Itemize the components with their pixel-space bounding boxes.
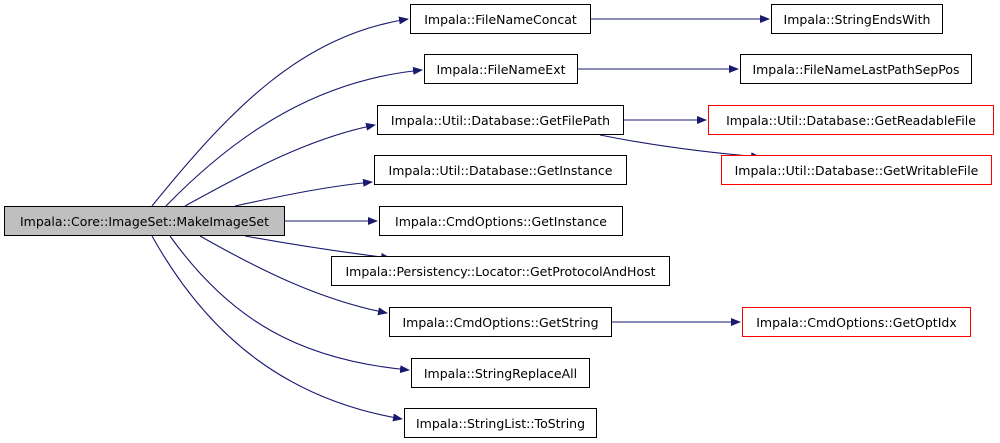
edge-makeimageset-to-tostring	[151, 235, 403, 422]
node-getwritablefile[interactable]: Impala::Util::Database::GetWritableFile	[721, 155, 992, 185]
edge-makeimageset-to-getprotocolandhost	[244, 235, 391, 261]
node-makeimageset[interactable]: Impala::Core::ImageSet::MakeImageSet	[4, 206, 285, 236]
node-getfilepath[interactable]: Impala::Util::Database::GetFilePath	[377, 105, 624, 135]
node-tostring[interactable]: Impala::StringList::ToString	[404, 408, 597, 438]
node-stringendswith[interactable]: Impala::StringEndsWith	[771, 4, 943, 34]
edge-makeimageset-to-stringreplaceall	[169, 235, 410, 374]
edge-makeimageset-to-getstring	[199, 235, 388, 316]
edge-makeimageset-to-filenameconcat	[151, 16, 409, 207]
node-getstring[interactable]: Impala::CmdOptions::GetString	[389, 307, 612, 337]
node-filenameext[interactable]: Impala::FileNameExt	[424, 54, 578, 84]
node-db-getinstance[interactable]: Impala::Util::Database::GetInstance	[374, 155, 627, 185]
edge-makeimageset-to-db-getinstance	[234, 178, 373, 207]
node-filenamelastpathseppos[interactable]: Impala::FileNameLastPathSepPos	[740, 54, 972, 84]
node-filenameconcat[interactable]: Impala::FileNameConcat	[410, 4, 591, 34]
edge-getfilepath-to-getwritablefile	[599, 134, 761, 161]
edge-makeimageset-to-filenameext	[165, 66, 423, 207]
edge-makeimageset-to-getfilepath	[184, 122, 376, 207]
node-cmd-getinstance[interactable]: Impala::CmdOptions::GetInstance	[379, 206, 623, 236]
node-getprotocolandhost[interactable]: Impala::Persistency::Locator::GetProtoco…	[331, 256, 670, 286]
node-getoptidx[interactable]: Impala::CmdOptions::GetOptIdx	[742, 307, 971, 337]
node-getreadablefile[interactable]: Impala::Util::Database::GetReadableFile	[708, 105, 994, 135]
node-stringreplaceall[interactable]: Impala::StringReplaceAll	[411, 358, 590, 388]
